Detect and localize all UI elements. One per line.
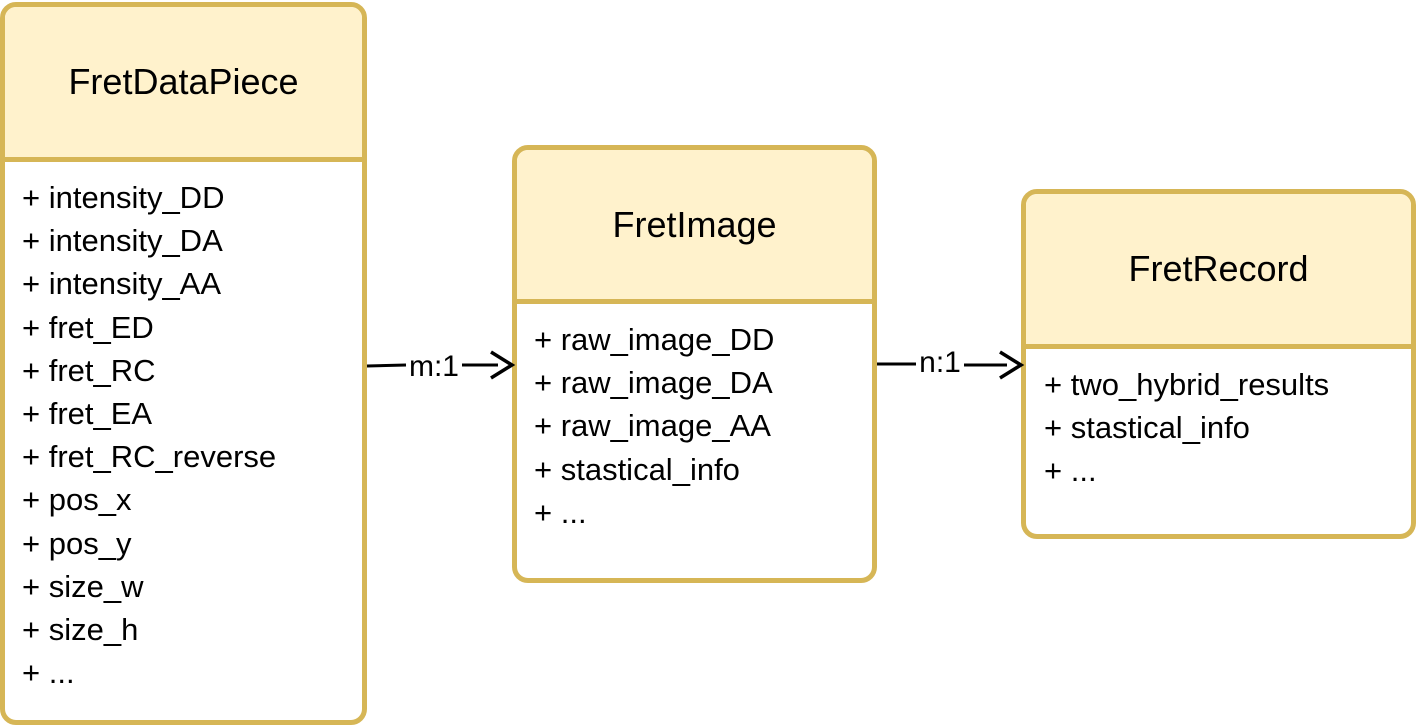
attribute-item: + size_w <box>22 568 144 604</box>
relation-connector-n1: n:1 <box>877 346 1025 380</box>
class-title-fretimage: FretImage <box>517 150 872 304</box>
arrowhead-icon <box>490 350 516 380</box>
attribute-item: + raw_image_DD <box>534 322 775 357</box>
attribute-item: + intensity_DA <box>22 223 223 259</box>
attribute-list-fretimage: + raw_image_DD + raw_image_DA + raw_imag… <box>517 304 872 534</box>
attribute-item: + ... <box>1044 453 1097 489</box>
arrowhead-icon <box>999 350 1025 380</box>
class-box-fretimage: FretImage + raw_image_DD + raw_image_DA … <box>512 145 877 583</box>
class-title-fretdatapiece: FretDataPiece <box>5 7 362 162</box>
class-box-fretrecord: FretRecord + two_hybrid_results + stasti… <box>1021 189 1416 539</box>
relation-label-n1: n:1 <box>919 346 961 379</box>
attribute-item: + intensity_AA <box>22 266 222 302</box>
connector-line <box>366 363 407 368</box>
attribute-item: + ... <box>22 655 75 691</box>
attribute-item: + stastical_info <box>534 451 740 487</box>
attribute-item: + intensity_DD <box>22 180 225 215</box>
attribute-item: + ... <box>534 494 587 530</box>
relation-label-m1: m:1 <box>409 350 459 383</box>
attribute-item: + size_h <box>22 611 139 647</box>
attribute-list-fretrecord: + two_hybrid_results + stastical_info + … <box>1026 349 1411 493</box>
relation-connector-m1: m:1 <box>366 350 516 383</box>
attribute-item: + fret_RC_reverse <box>22 439 277 475</box>
attribute-item: + pos_x <box>22 482 132 518</box>
attribute-item: + fret_RC <box>22 352 156 388</box>
attribute-item: + raw_image_AA <box>534 408 771 444</box>
class-title-fretrecord: FretRecord <box>1026 194 1411 349</box>
attribute-item: + pos_y <box>22 525 132 561</box>
attribute-item: + fret_EA <box>22 395 153 431</box>
attribute-item: + raw_image_DA <box>534 365 773 401</box>
attribute-item: + fret_ED <box>22 309 154 345</box>
class-box-fretdatapiece: FretDataPiece + intensity_DD + intensity… <box>0 2 367 725</box>
attribute-list-fretdatapiece: + intensity_DD + intensity_DA + intensit… <box>5 162 362 694</box>
attribute-item: + stastical_info <box>1044 410 1250 446</box>
attribute-item: + two_hybrid_results <box>1044 367 1330 402</box>
